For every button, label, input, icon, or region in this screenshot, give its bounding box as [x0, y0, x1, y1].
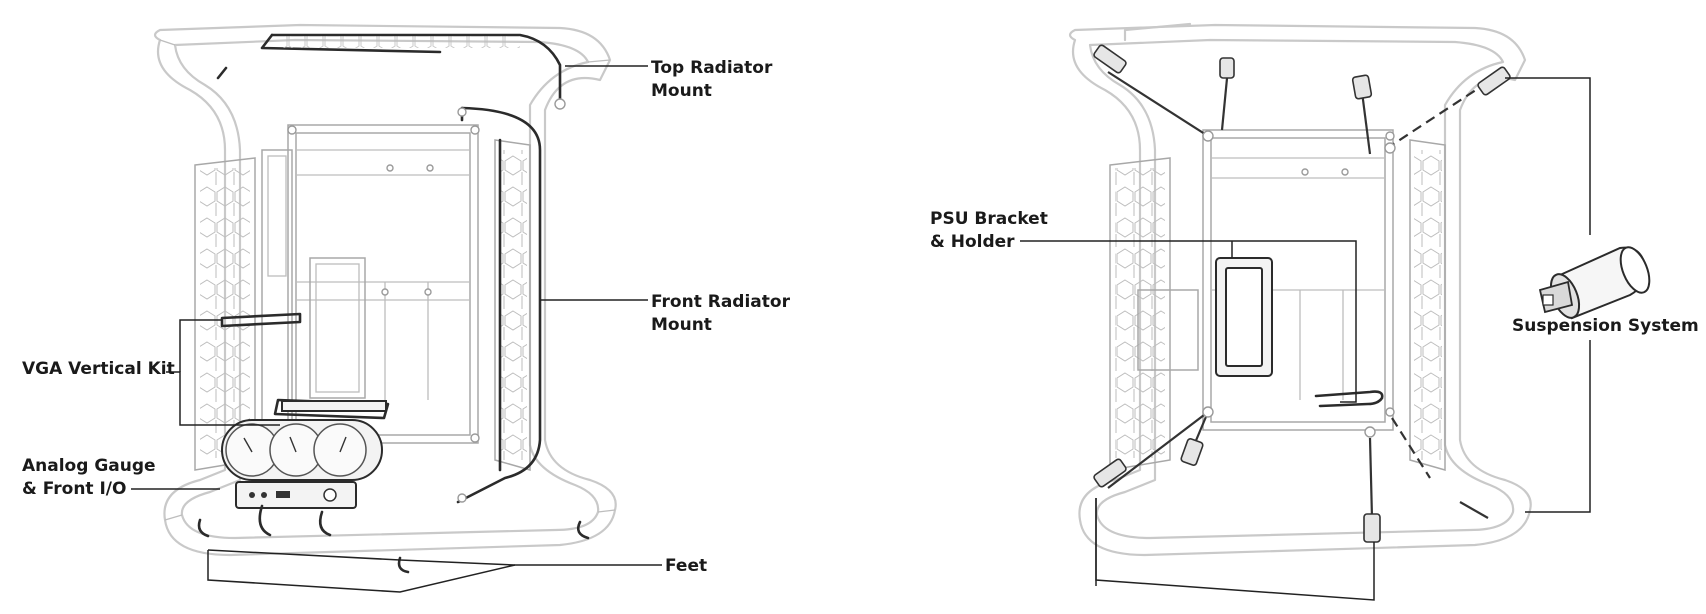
callout-front-radiator-mount: Front Radiator Mount — [651, 292, 796, 335]
right-outer-frame — [1068, 22, 1532, 557]
psu-bracket-holder — [1215, 257, 1384, 408]
callout-analog-gauge: Analog Gauge & Front I/O — [22, 456, 161, 499]
analog-gauge-front-io — [221, 419, 383, 509]
left-front-hex-panel — [494, 139, 531, 471]
right-side-hex-panel — [1109, 157, 1199, 471]
case-feet — [197, 504, 590, 574]
left-case-illustration: Top Radiator Mount Front Radiator Mount … — [22, 23, 796, 593]
top-radiator-mount — [216, 33, 566, 110]
callout-psu-bracket: PSU Bracket & Holder — [930, 209, 1054, 252]
left-leader-lines — [131, 65, 662, 593]
vga-vertical-kit — [220, 312, 390, 420]
suspension-system-part — [1538, 246, 1651, 320]
right-case-illustration: PSU Bracket & Holder Suspension System — [930, 22, 1699, 601]
callout-suspension-system: Suspension System — [1512, 316, 1699, 336]
right-leader-lines — [1020, 77, 1591, 601]
right-front-hex-panel — [1409, 139, 1446, 471]
front-radiator-mount — [456, 106, 542, 504]
left-side-hex-panel — [194, 149, 293, 471]
callout-top-radiator-mount: Top Radiator Mount — [651, 58, 778, 101]
left-motherboard-tray — [287, 124, 480, 444]
callout-vga-vertical-kit: VGA Vertical Kit — [22, 359, 175, 379]
callout-feet: Feet — [665, 556, 707, 576]
suspension-cables — [1093, 44, 1511, 543]
